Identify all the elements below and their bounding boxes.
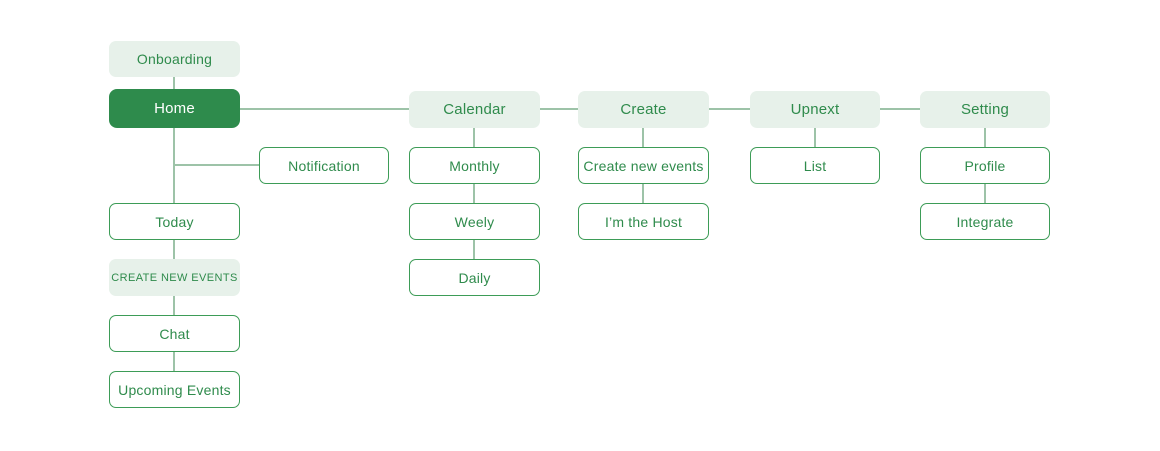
edge-calendar-monthly (473, 128, 475, 147)
edge-upnext-list (814, 128, 816, 147)
edge-home-notification (174, 164, 259, 166)
node-calendar-label: Calendar (443, 101, 506, 118)
edge-create-upnext (709, 108, 750, 110)
node-setting[interactable]: Setting (920, 91, 1050, 128)
edge-create-new-events-im-the-host (642, 184, 644, 203)
node-chat[interactable]: Chat (109, 315, 240, 352)
node-integrate[interactable]: Integrate (920, 203, 1050, 240)
node-daily[interactable]: Daily (409, 259, 540, 296)
node-integrate-label: Integrate (956, 213, 1014, 230)
node-create-label: Create (620, 101, 667, 118)
node-onboarding[interactable]: Onboarding (109, 41, 240, 77)
node-today[interactable]: Today (109, 203, 240, 240)
node-calendar[interactable]: Calendar (409, 91, 540, 128)
edge-today-create-new-events (173, 240, 175, 259)
node-profile-label: Profile (964, 157, 1006, 174)
node-create-new-events-button[interactable]: CREATE NEW EVENTS (109, 259, 240, 296)
node-im-the-host[interactable]: I’m the Host (578, 203, 709, 240)
edge-weely-daily (473, 240, 475, 259)
node-upcoming-events[interactable]: Upcoming Events (109, 371, 240, 408)
node-monthly-label: Monthly (449, 157, 500, 174)
node-monthly[interactable]: Monthly (409, 147, 540, 184)
node-upnext[interactable]: Upnext (750, 91, 880, 128)
node-list-label: List (803, 157, 827, 174)
edge-create-new-events-chat (173, 296, 175, 315)
node-chat-label: Chat (159, 325, 190, 342)
node-list[interactable]: List (750, 147, 880, 184)
edge-monthly-weely (473, 184, 475, 203)
node-notification-label: Notification (288, 157, 360, 174)
edge-create-create-new-events (642, 128, 644, 147)
edge-setting-profile (984, 128, 986, 147)
node-create[interactable]: Create (578, 91, 709, 128)
edge-home-calendar (240, 108, 409, 110)
node-weely-label: Weely (454, 213, 495, 230)
node-weely[interactable]: Weely (409, 203, 540, 240)
node-upcoming-events-label: Upcoming Events (118, 381, 231, 398)
node-setting-label: Setting (960, 101, 1010, 118)
edge-chat-upcoming-events (173, 352, 175, 371)
node-today-label: Today (155, 213, 194, 230)
edge-calendar-create (540, 108, 578, 110)
node-daily-label: Daily (458, 269, 491, 286)
node-create-new-events-button-label: CREATE NEW EVENTS (111, 271, 238, 284)
node-im-the-host-label: I’m the Host (604, 213, 683, 230)
node-notification[interactable]: Notification (259, 147, 389, 184)
node-create-new-events[interactable]: Create new events (578, 147, 709, 184)
node-create-new-events-label: Create new events (583, 157, 704, 174)
node-upnext-label: Upnext (790, 101, 840, 118)
edge-upnext-setting (880, 108, 920, 110)
node-profile[interactable]: Profile (920, 147, 1050, 184)
node-home[interactable]: Home (109, 89, 240, 128)
edge-onboarding-home (173, 77, 175, 89)
node-home-label: Home (154, 100, 195, 117)
node-onboarding-label: Onboarding (136, 51, 213, 67)
edge-profile-integrate (984, 184, 986, 203)
